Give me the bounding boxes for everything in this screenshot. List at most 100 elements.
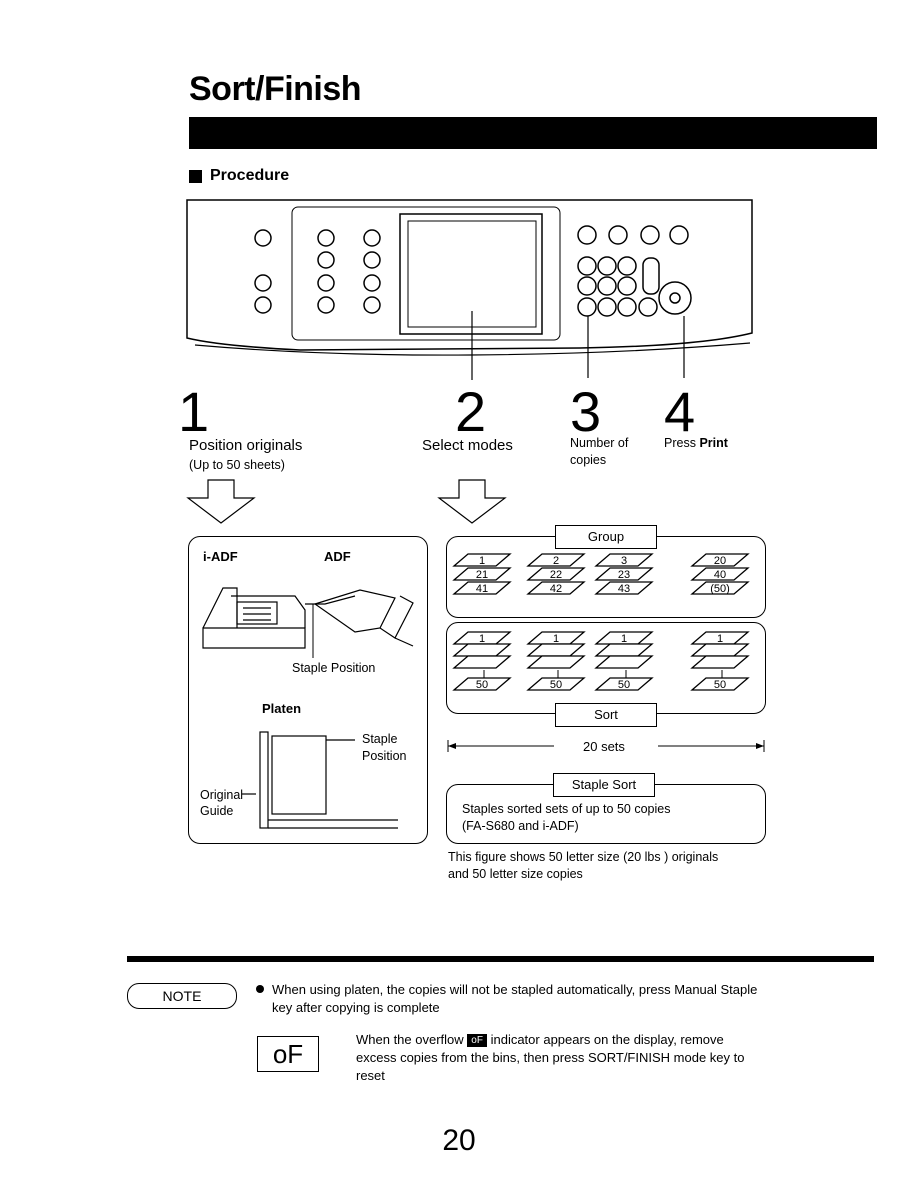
group-sheet-label: (50) <box>710 583 730 595</box>
section-divider <box>127 956 874 962</box>
group-sheet: 43 <box>594 581 654 595</box>
sort-sheet <box>594 643 654 657</box>
guide-label: Guide <box>200 804 234 818</box>
step-3-number: 3 <box>570 380 602 443</box>
group-sheet-label: 40 <box>714 569 726 581</box>
step-3-sub: copies <box>570 453 607 467</box>
overflow-indicator-symbol: oF <box>257 1036 319 1072</box>
group-tag: Group <box>555 525 657 549</box>
group-sheet-label: 21 <box>476 569 488 581</box>
group-sheet-label: 20 <box>714 555 726 567</box>
group-sheet: 41 <box>452 581 512 595</box>
original-label: Original <box>200 788 244 802</box>
step-2-number: 2 <box>455 380 487 443</box>
square-bullet-icon <box>189 169 202 183</box>
group-sheet-label: 2 <box>553 555 559 567</box>
sort-sheet <box>452 655 512 669</box>
platen-illustration <box>242 731 398 829</box>
staple-position-label-adf: Staple Position <box>292 661 376 675</box>
step-4-number: 4 <box>664 380 696 443</box>
group-sheet: 3 <box>594 553 654 567</box>
group-sheet: 1 <box>452 553 512 567</box>
group-sheet-label: 3 <box>621 555 627 567</box>
group-sheet-label: 1 <box>479 555 485 567</box>
note-badge: NOTE <box>127 983 237 1009</box>
platen-label: Platen <box>262 701 302 716</box>
note-bullet-line-2: key after copying is complete <box>272 1000 440 1015</box>
sort-sheet-bottom-label: 50 <box>476 679 488 691</box>
group-sheet: 20 <box>690 553 750 567</box>
step-4-label: Press Print <box>664 436 728 450</box>
page-number: 20 <box>442 1124 476 1157</box>
group-sheet: 42 <box>526 581 586 595</box>
originals-placement-box <box>188 536 428 844</box>
staple-label: Staple <box>362 732 398 746</box>
sort-sheet-top: 1 <box>690 631 750 645</box>
sort-sheet-bottom-label: 50 <box>714 679 726 691</box>
sort-sheet <box>452 643 512 657</box>
position-label: Position <box>362 749 407 763</box>
group-sheet: 40 <box>690 567 750 581</box>
sort-sheet <box>526 655 586 669</box>
sort-sheet-top: 1 <box>594 631 654 645</box>
group-sheet: 23 <box>594 567 654 581</box>
group-sheet-label: 42 <box>550 583 562 595</box>
sort-sheet-top: 1 <box>452 631 512 645</box>
sort-sheet-bottom: 50 <box>690 677 750 691</box>
sort-sheet <box>690 655 750 669</box>
title-bar <box>189 117 877 149</box>
sets-label: 20 sets <box>583 739 625 754</box>
staple-sort-tag: Staple Sort <box>553 773 655 797</box>
sort-sheet-bottom: 50 <box>526 677 586 691</box>
sort-sheet-top: 1 <box>526 631 586 645</box>
group-sheet: 22 <box>526 567 586 581</box>
figure-caption-2: and 50 letter size copies <box>448 867 583 881</box>
section-label: Procedure <box>210 167 290 184</box>
group-sheet: (50) <box>690 581 750 595</box>
note-of-line-3: reset <box>356 1068 385 1083</box>
sort-stacks: 1 50 1 50 1 50 1 50 <box>452 631 750 691</box>
panel-buttons-right <box>577 225 692 317</box>
adf-illustration <box>202 587 414 658</box>
group-sheet-label: 22 <box>550 569 562 581</box>
adf-label: ADF <box>324 549 351 564</box>
note-bullet-line-1: When using platen, the copies will not b… <box>272 982 758 997</box>
sort-sheet-bottom: 50 <box>594 677 654 691</box>
sort-sheet <box>690 643 750 657</box>
step-1-sub: (Up to 50 sheets) <box>189 458 285 472</box>
staple-sort-text-1: Staples sorted sets of up to 50 copies <box>462 802 671 816</box>
group-sheet: 21 <box>452 567 512 581</box>
step-1-label: Position originals <box>189 437 303 454</box>
iadf-label: i-ADF <box>203 549 238 564</box>
group-sheet: 2 <box>526 553 586 567</box>
bullet-icon <box>256 985 264 993</box>
panel-buttons-left <box>254 229 381 314</box>
sort-sheet <box>526 643 586 657</box>
group-sheet-label: 23 <box>618 569 630 581</box>
sort-sheet <box>594 655 654 669</box>
note-of-line-2: excess copies from the bins, then press … <box>356 1050 745 1065</box>
down-arrow-icon <box>186 479 256 524</box>
step-3-label: Number of <box>570 436 629 450</box>
sort-tag: Sort <box>555 703 657 727</box>
sort-sheet-bottom-label: 50 <box>550 679 562 691</box>
sort-sheet-top-label: 1 <box>621 633 627 645</box>
figure-caption-1: This figure shows 50 letter size (20 lbs… <box>448 850 719 864</box>
sort-sheet-top-label: 1 <box>479 633 485 645</box>
sort-sheet-top-label: 1 <box>717 633 723 645</box>
overflow-indicator-icon: oF <box>467 1034 487 1047</box>
step-1-number: 1 <box>178 380 210 443</box>
note-of-line-1: When the overflow oF indicator appears o… <box>356 1032 724 1047</box>
control-panel-illustration <box>186 199 753 380</box>
sort-sheet-bottom: 50 <box>452 677 512 691</box>
page-title: Sort/Finish <box>189 70 362 108</box>
section-heading: Procedure <box>189 167 289 185</box>
sets-dimension-line <box>447 740 765 752</box>
staple-sort-text-2: (FA-S680 and i-ADF) <box>462 819 579 833</box>
group-sheet-label: 41 <box>476 583 488 595</box>
sort-sheet-top-label: 1 <box>553 633 559 645</box>
step-2-label: Select modes <box>422 437 513 454</box>
sort-sheet-bottom-label: 50 <box>618 679 630 691</box>
down-arrow-icon <box>437 479 507 524</box>
